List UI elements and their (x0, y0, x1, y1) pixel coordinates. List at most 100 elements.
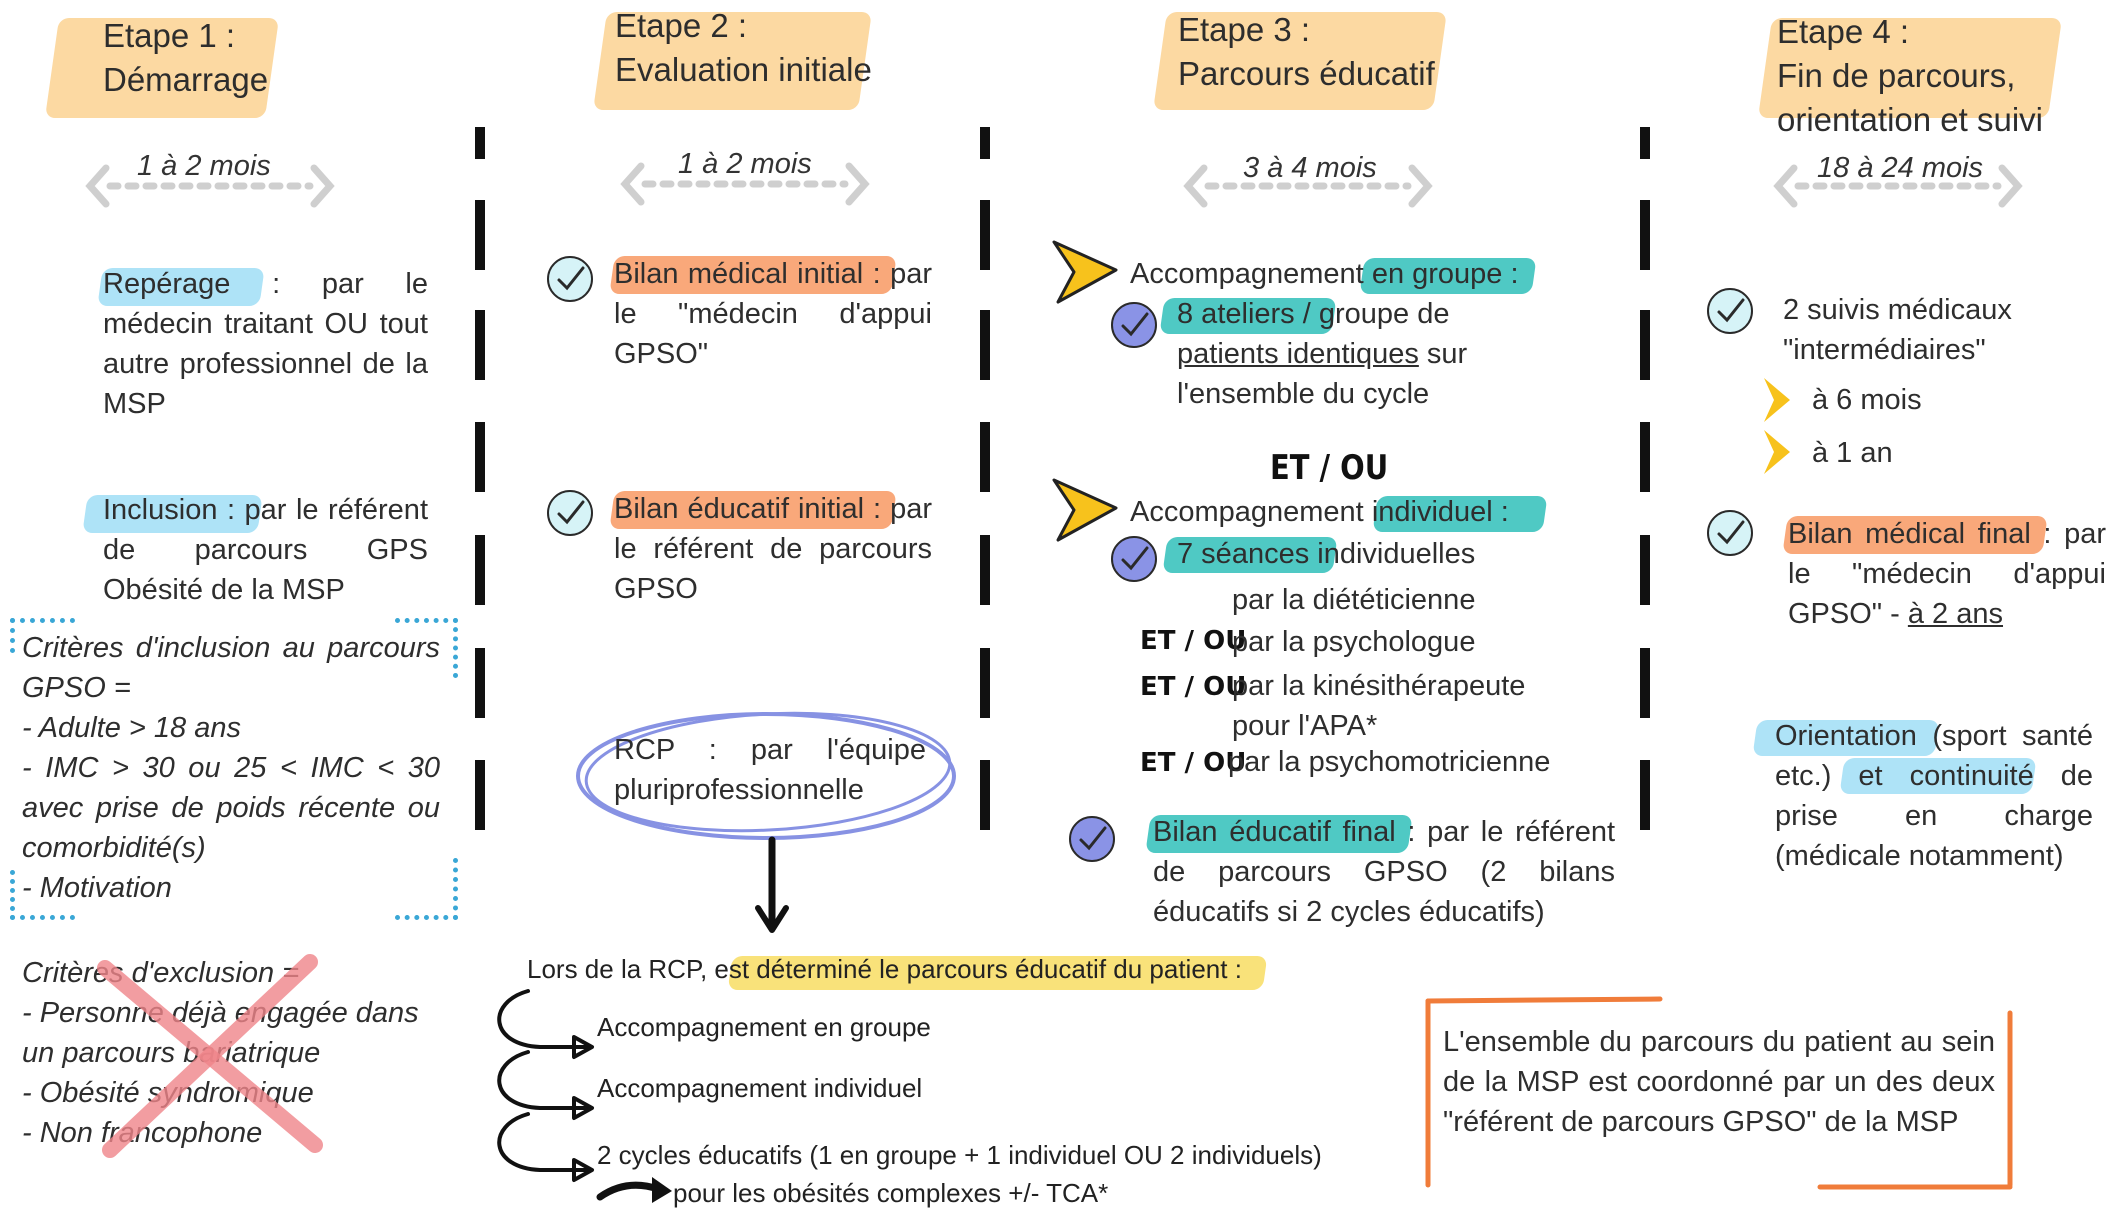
accompagnement-individuel-line: Accompagnement individuel : (1130, 492, 1509, 532)
accompagnement-individuel-label: individuel : (1371, 496, 1509, 528)
continuite-label: et continuité (1831, 760, 2034, 792)
suivis-block: 2 suivis médicaux "intermédiaires" (1783, 290, 2012, 370)
check-circle-icon (1707, 288, 1753, 334)
et-ou-label: ET / OU (1140, 748, 1247, 778)
bilan-medical-final-text: : par le "médecin d'appui GPSO" - (1788, 518, 2106, 630)
accompagnement-groupe-line: Accompagnement en groupe : (1130, 254, 1519, 294)
ateliers-label: 8 ateliers / (1177, 298, 1311, 330)
suivis-line1: 2 suivis médicaux (1783, 294, 2012, 326)
accompagnement-individuel-prefix: Accompagnement (1130, 496, 1372, 528)
step4-title-line2: Fin de parcours, (1777, 57, 2016, 94)
red-cross-icon (97, 954, 323, 1158)
bilan-educatif-final-label: Bilan éducatif final (1153, 816, 1396, 848)
curved-arrow-icon (497, 1112, 594, 1182)
rcp-text: RCP : par l'équipe pluriprofessionnelle (614, 734, 926, 806)
step4-title: Etape 4 : Fin de parcours, orientation e… (1777, 10, 2043, 142)
bilan-medical-initial-label: Bilan médical initial (614, 258, 864, 290)
criteria-exclusion-item: un parcours bariatrique (22, 1037, 321, 1069)
dieteticienne-line: par la diététicienne (1232, 584, 1476, 616)
reperage-label: Repérage (103, 268, 231, 300)
check-circle-icon (1111, 536, 1157, 582)
bilan-medical-final-block: Bilan médical final : par le "médecin d'… (1788, 514, 2106, 634)
bilan-medical-final-label: Bilan médical final (1788, 518, 2031, 550)
ateliers-tail: sur (1418, 338, 1468, 370)
psychomot-line: par la psychomotricienne (1228, 746, 1551, 778)
duration-arrow-icon (1773, 164, 2023, 208)
orientation-label: Orientation ( (1775, 720, 1943, 752)
suivis-line2: "intermédiaires" (1783, 334, 1986, 366)
bold-arrow-icon (596, 1177, 672, 1203)
chevron-right-icon (1764, 378, 1790, 422)
bilan-educatif-initial-label: Bilan éducatif initial (614, 493, 865, 525)
step4-duration: 18 à 24 mois (1817, 152, 1984, 184)
bilan-educatif-initial-text: : par le référent de parcours GPSO (614, 493, 932, 605)
un-an: à 1 an (1812, 437, 1893, 469)
step2-title: Etape 2 : Evaluation initiale (615, 4, 872, 92)
criteria-inclusion-item: - IMC > 30 ou 25 < IMC < 30 avec prise d… (22, 752, 440, 864)
kine-line: par la kinésithérapeute pour l'APA* (1232, 666, 1525, 746)
six-mois: à 6 mois (1812, 384, 1922, 416)
step3-title: Etape 3 : Parcours éducatif (1178, 8, 1435, 96)
step3-title-line1: Etape 3 : (1178, 11, 1311, 48)
step3-duration: 3 à 4 mois (1243, 152, 1377, 184)
note-frame (1425, 996, 2013, 1190)
step1-title-line2: Démarrage (103, 61, 269, 98)
criteria-inclusion-item: - Motivation (22, 872, 172, 904)
apa-text: pour l'APA* (1232, 710, 1378, 742)
kine-text: par la kinésithérapeute (1232, 670, 1526, 702)
orientation-text: sport santé etc.) (1775, 720, 2093, 792)
rcp-option-note: pour les obésités complexes +/- TCA* (673, 1178, 1109, 1208)
check-circle-icon (547, 490, 593, 536)
bilan-medical-final-under: à 2 ans (1907, 598, 2004, 630)
rcp-option-2-cycles: 2 cycles éducatifs (1 en groupe + 1 indi… (597, 1140, 1322, 1170)
chevron-right-icon (1052, 240, 1118, 304)
ateliers-underlined: patients identiques (1177, 338, 1419, 370)
bilan-educatif-final-block: Bilan éducatif final : par le référent d… (1153, 812, 1615, 932)
chevron-right-icon (1052, 478, 1118, 542)
bilan-educatif-initial-block: Bilan éducatif initial : par le référent… (614, 489, 932, 609)
criteria-exclusion-title: Critères d'exclusion = (22, 957, 300, 989)
rcp-circle-icon (576, 711, 956, 840)
step1-title-line1: Etape 1 : (103, 17, 236, 54)
coordination-note: L'ensemble du parcours du patient au sei… (1443, 1026, 1995, 1138)
seances-label: 7 séances in (1177, 538, 1340, 570)
ateliers-line3: l'ensemble du cycle (1177, 378, 1430, 410)
duration-arrow-icon (1183, 164, 1433, 208)
check-circle-icon (1069, 816, 1115, 862)
step2-title-line1: Etape 2 : (615, 7, 748, 44)
bilan-medical-initial-text: : par le "médecin d'appui GPSO" (614, 258, 932, 370)
ateliers-text: groupe de (1310, 298, 1450, 330)
accompagnement-groupe-label: en groupe : (1371, 258, 1519, 290)
criteria-inclusion-item: - Adulte > 18 ans (22, 712, 241, 744)
check-circle-icon (547, 256, 593, 302)
duration-arrow-icon (85, 164, 335, 208)
rcp-intro-highlighted: st déterminé le parcours éducatif du pat… (728, 954, 1228, 984)
psychologue-line: par la psychologue (1232, 626, 1476, 658)
rcp-option-individuel: Accompagnement individuel (597, 1073, 923, 1103)
step4-title-line1: Etape 4 : (1777, 13, 1910, 50)
check-circle-icon (1111, 302, 1157, 348)
criteria-exclusion-text: Critères d'exclusion = - Personne déjà e… (22, 953, 442, 1153)
curved-arrow-icon (497, 1050, 594, 1120)
step1-title: Etape 1 : Démarrage (103, 14, 268, 102)
seances-line: 7 séances individuelles (1177, 534, 1475, 574)
inclusion-text: : par le référent de parcours GPS Obésit… (103, 494, 428, 606)
bilan-educatif-final-text: : par le référent de parcours GPSO (2 bi… (1153, 816, 1616, 928)
criteria-exclusion-item: - Personne déjà engagée dans (22, 997, 419, 1029)
reperage-text: : par le médecin traitant OU tout autre … (103, 268, 428, 420)
criteria-inclusion-text: Critères d'inclusion au parcours GPSO = … (22, 628, 440, 908)
orientation-block: Orientation (sport santé etc.) et contin… (1775, 716, 2093, 876)
rcp-intro-prefix: Lors de la RCP, e (527, 954, 729, 984)
inclusion-label: Inclusion (103, 494, 218, 526)
et-ou-label: ET / OU (1140, 626, 1247, 656)
step2-duration: 1 à 2 mois (678, 148, 812, 180)
accompagnement-groupe-prefix: Accompagnement (1130, 258, 1372, 290)
step2-title-line2: Evaluation initiale (615, 51, 872, 88)
orientation-tail: de prise en charge (médicale notamment) (1775, 760, 2093, 872)
ateliers-block: 8 ateliers / groupe de patients identiqu… (1177, 294, 1467, 414)
step4-title-line3: orientation et suivi (1777, 101, 2043, 138)
rcp-intro: Lors de la RCP, est déterminé le parcour… (527, 954, 1242, 985)
step3-title-line2: Parcours éducatif (1178, 55, 1435, 92)
curved-arrow-icon (497, 989, 594, 1059)
inclusion-block: Inclusion : par le référent de parcours … (103, 490, 428, 610)
